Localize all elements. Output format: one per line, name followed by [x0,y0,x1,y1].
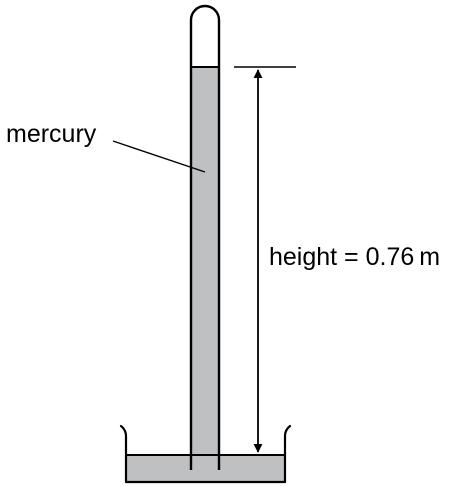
mercury-leader-line [112,140,206,173]
glass-tube [189,4,221,470]
mercury-label: mercury [6,120,97,148]
dish-outline [119,424,292,484]
dish-mercury-pool [126,455,285,482]
mercury-column [191,67,219,470]
height-label: height = 0.76 m [269,243,441,271]
